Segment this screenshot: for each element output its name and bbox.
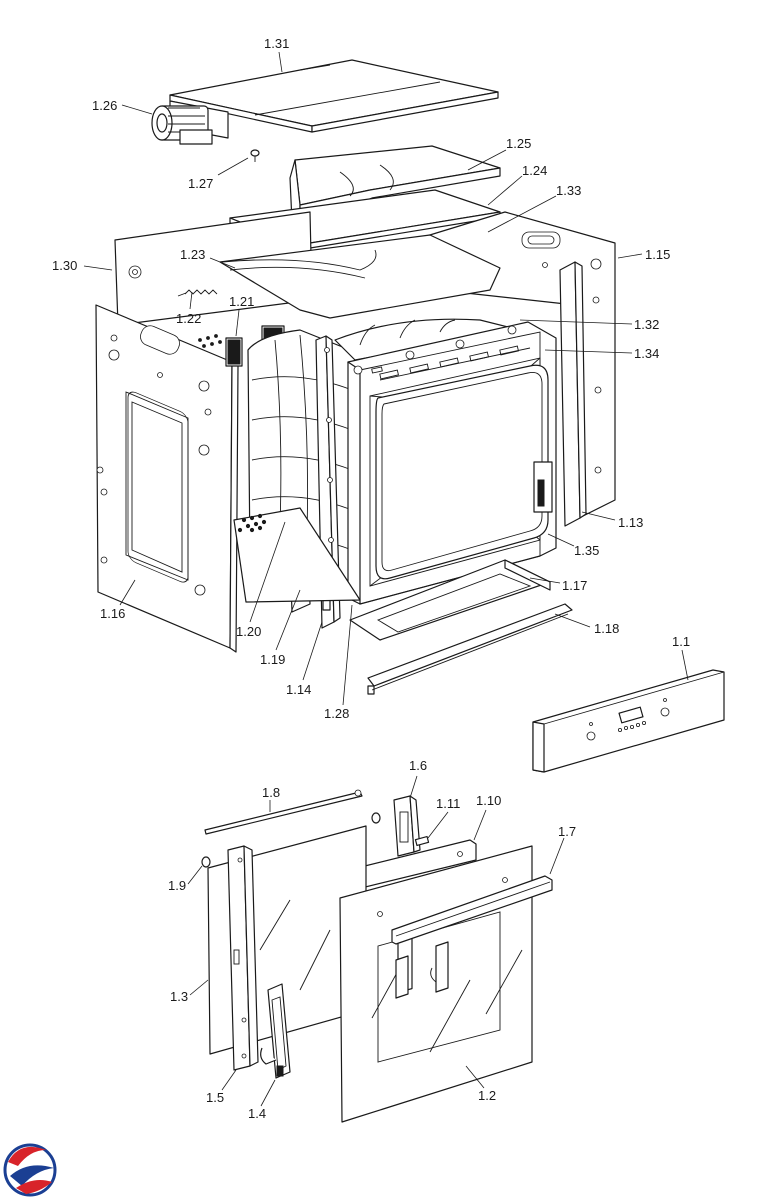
label-1-24: 1.24: [522, 163, 547, 178]
heat-shield-part: [219, 234, 501, 319]
label-1-2: 1.2: [478, 1088, 496, 1103]
label-1-28: 1.28: [324, 706, 349, 721]
label-1-32: 1.32: [634, 317, 659, 332]
cooling-fan-part: [151, 105, 213, 145]
label-1-22: 1.22: [176, 311, 201, 326]
bottom-hinge-part: [260, 983, 291, 1079]
right-runner-part: [533, 261, 587, 527]
label-1-8: 1.8: [262, 785, 280, 800]
label-1-14: 1.14: [286, 682, 311, 697]
screw-part: [250, 149, 260, 162]
base-tray-part: [349, 559, 551, 641]
top-hinge-part: [371, 795, 421, 857]
label-1-25: 1.25: [506, 136, 531, 151]
fixing-screw-part: [414, 835, 430, 847]
top-cover-part: [169, 59, 499, 139]
label-1-9: 1.9: [168, 878, 186, 893]
label-1-13: 1.13: [618, 515, 643, 530]
part-labels: 1.31 1.26 1.27 1.25 1.24 1.33 1.30 1.23 …: [52, 36, 690, 1121]
label-1-30: 1.30: [52, 258, 77, 273]
door-spring-part: [177, 289, 218, 297]
door-handle-part: [391, 875, 553, 945]
door-seal-part: [375, 364, 549, 580]
label-1-17: 1.17: [562, 578, 587, 593]
label-1-4: 1.4: [248, 1106, 266, 1121]
outer-door-glass-part: [339, 845, 533, 1123]
label-1-7: 1.7: [558, 824, 576, 839]
label-1-26: 1.26: [92, 98, 117, 113]
left-side-panel-part: [95, 304, 239, 653]
label-1-21: 1.21: [229, 294, 254, 309]
label-1-10: 1.10: [476, 793, 501, 808]
label-1-27: 1.27: [188, 176, 213, 191]
label-1-3: 1.3: [170, 989, 188, 1004]
brand-logo-icon: [3, 1143, 57, 1197]
label-1-15: 1.15: [645, 247, 670, 262]
label-1-23: 1.23: [180, 247, 205, 262]
label-1-5: 1.5: [206, 1090, 224, 1105]
label-1-35: 1.35: [574, 543, 599, 558]
door-rod-part: [204, 789, 363, 835]
label-1-11: 1.11: [436, 796, 460, 811]
label-1-33: 1.33: [556, 183, 581, 198]
side-channel-part: [227, 845, 259, 1071]
label-1-1: 1.1: [672, 634, 690, 649]
door-clip-part: [201, 856, 211, 868]
label-1-16: 1.16: [100, 606, 125, 621]
label-1-20: 1.20: [236, 624, 261, 639]
label-1-18: 1.18: [594, 621, 619, 636]
label-1-6: 1.6: [409, 758, 427, 773]
label-1-34: 1.34: [634, 346, 659, 361]
front-rail-part: [367, 603, 573, 695]
control-panel-part: [532, 669, 725, 773]
leader-lines: [83, 51, 689, 1107]
label-1-31: 1.31: [264, 36, 289, 51]
label-1-19: 1.19: [260, 652, 285, 667]
